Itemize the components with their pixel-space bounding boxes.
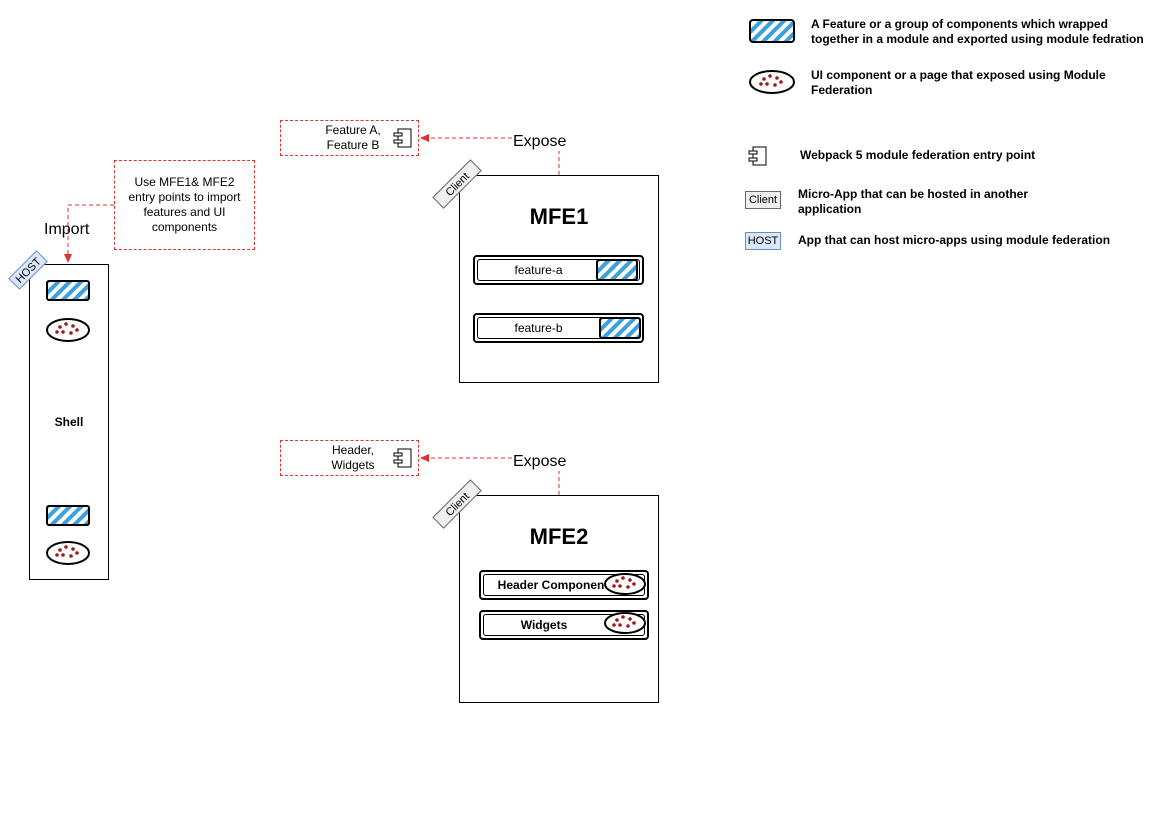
mfe1-exposed-box: Feature A, Feature B <box>280 120 419 156</box>
legend-ui-icon <box>749 70 795 94</box>
mfe1-title: MFE1 <box>529 204 589 229</box>
legend-feature-icon <box>749 19 795 43</box>
legend-client-desc: Micro-App that can be hosted in another … <box>798 187 1029 216</box>
legend-entry-desc: Webpack 5 module federation entry point <box>800 148 1036 162</box>
legend-ui-desc: UI component or a page that exposed usin… <box>811 68 1106 97</box>
mfe2-expose-label: Expose <box>512 453 568 471</box>
entry-point-icon <box>393 128 412 148</box>
entry-point-icon <box>393 448 412 468</box>
mfe2-title: MFE2 <box>529 524 589 549</box>
import-label: Import <box>44 221 90 238</box>
ui-component-icon <box>46 318 90 342</box>
ui-component-icon <box>604 573 646 595</box>
mfe1-exposed-text: Feature A, Feature B <box>325 123 381 152</box>
legend-client-tag: Client <box>745 191 781 209</box>
feature-module-icon <box>46 280 90 301</box>
legend-feature-desc: A Feature or a group of components which… <box>811 17 1144 46</box>
ui-component-icon <box>46 541 90 565</box>
mfe2-exposed-text: Header, Widgets <box>331 443 375 472</box>
ui-component-icon <box>604 612 646 634</box>
host-note: Use MFE1& MFE2 entry points to import fe… <box>114 160 255 250</box>
header-component-label: Header Component <box>497 578 609 592</box>
feature-module-icon <box>46 505 90 526</box>
mfe1-expose-label: Expose <box>512 133 568 151</box>
widgets-label: Widgets <box>520 618 568 632</box>
feature-a-label: feature-a <box>514 263 563 277</box>
legend-host-desc: App that can host micro-apps using modul… <box>798 233 1111 247</box>
shell-title: Shell <box>54 415 84 429</box>
legend-entry-point-icon <box>748 146 767 166</box>
mfe2-exposed-box: Header, Widgets <box>280 440 419 476</box>
feature-module-icon <box>596 259 638 281</box>
legend-host-tag: HOST <box>745 232 781 250</box>
feature-b-label: feature-b <box>514 321 563 335</box>
host-note-text: Use MFE1& MFE2 entry points to import fe… <box>128 175 241 234</box>
shell-container: Shell <box>29 264 109 580</box>
feature-module-icon <box>599 317 641 339</box>
